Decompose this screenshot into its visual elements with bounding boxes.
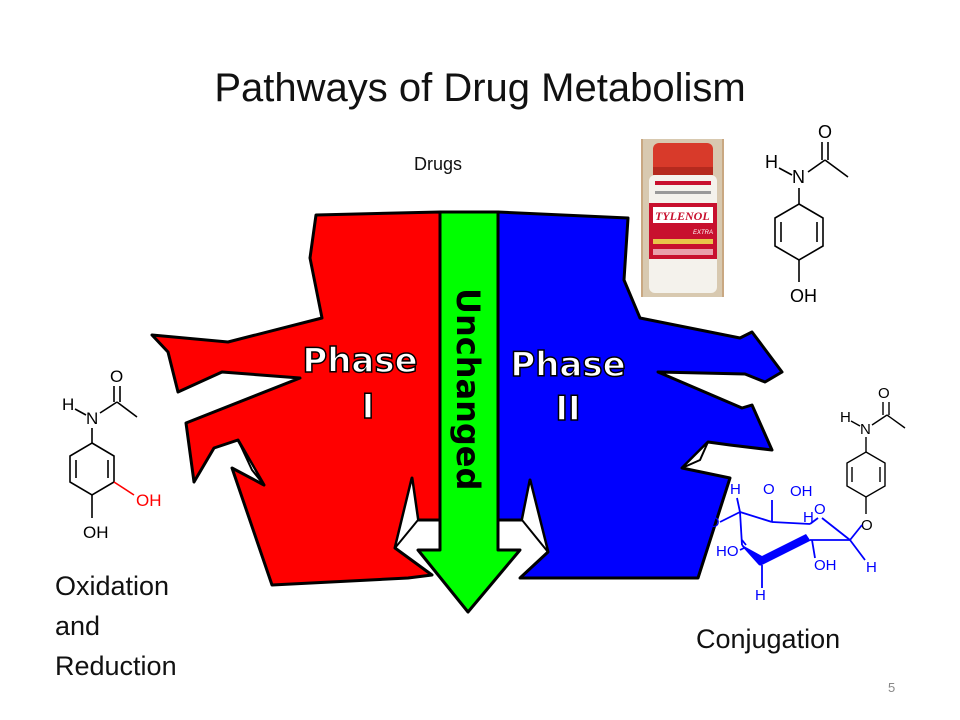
unchanged-label: Unchanged — [449, 288, 487, 490]
drugs-label: Drugs — [414, 154, 463, 174]
hydroxy-h: H — [62, 395, 74, 414]
slide-title: Pathways of Drug Metabolism — [214, 66, 746, 110]
acetaminophen-oh: OH — [790, 286, 817, 306]
gluc-cooh-o: O — [763, 481, 775, 498]
acetaminophen-molecule: O H N OH — [765, 122, 849, 306]
glucuronide-molecule: O H N O H O OH O HO H — [697, 385, 906, 604]
page-number: 5 — [888, 680, 896, 695]
oxidation-reduction-label: Oxidation and Reduction — [55, 566, 177, 686]
tylenol-bottle-image: TYLENOL EXTRA — [641, 139, 724, 297]
gluc-h1: H — [730, 481, 741, 498]
gluc-ho1: HO — [697, 514, 720, 531]
conjugation-label: Conjugation — [696, 624, 841, 654]
bottle-badge: EXTRA — [693, 230, 713, 236]
gluc-cooh-oh: OH — [790, 483, 813, 500]
phase2-label-line2: II — [555, 389, 580, 429]
phase1-inner-notch — [394, 477, 420, 549]
acetaminophen-h: H — [765, 152, 778, 172]
unchanged-arrow — [416, 210, 522, 614]
hydroxylated-molecule: O H N OH OH — [62, 367, 162, 542]
gluc-ho2: HO — [716, 543, 739, 560]
hydroxy-oh-red: OH — [136, 491, 162, 510]
gluc-oh-ring: OH — [814, 557, 837, 574]
gluc-h-bottom: H — [755, 587, 766, 604]
gluc-h-ring: H — [803, 509, 814, 526]
gluc-ring-o: O — [814, 501, 826, 518]
phase1-notch — [237, 439, 265, 486]
gluc-h: H — [840, 409, 851, 426]
phase1-label-line2: I — [362, 387, 375, 427]
phase2-notch — [681, 441, 709, 469]
phase2-label-line1: Phase — [510, 345, 625, 385]
oxidation-line1: Oxidation — [55, 571, 170, 601]
gluc-h-right: H — [866, 559, 877, 576]
gluc-n: N — [860, 421, 871, 438]
oxidation-line2: and — [55, 611, 101, 641]
gluc-link-o: O — [861, 517, 873, 534]
phase1-label-line1: Phase — [302, 341, 417, 381]
bottle-brand: TYLENOL — [655, 209, 710, 223]
acetaminophen-n: N — [792, 167, 805, 187]
phase1-arrow — [150, 210, 442, 587]
bottle-graphic: TYLENOL EXTRA — [641, 139, 724, 297]
gluc-o: O — [878, 385, 890, 402]
acetaminophen-o: O — [818, 122, 832, 142]
hydroxy-oh-black: OH — [83, 523, 109, 542]
oxidation-line3: Reduction — [55, 651, 177, 681]
phase2-inner-notch — [520, 479, 549, 553]
hydroxy-o: O — [110, 367, 123, 386]
hydroxy-n: N — [86, 409, 98, 428]
